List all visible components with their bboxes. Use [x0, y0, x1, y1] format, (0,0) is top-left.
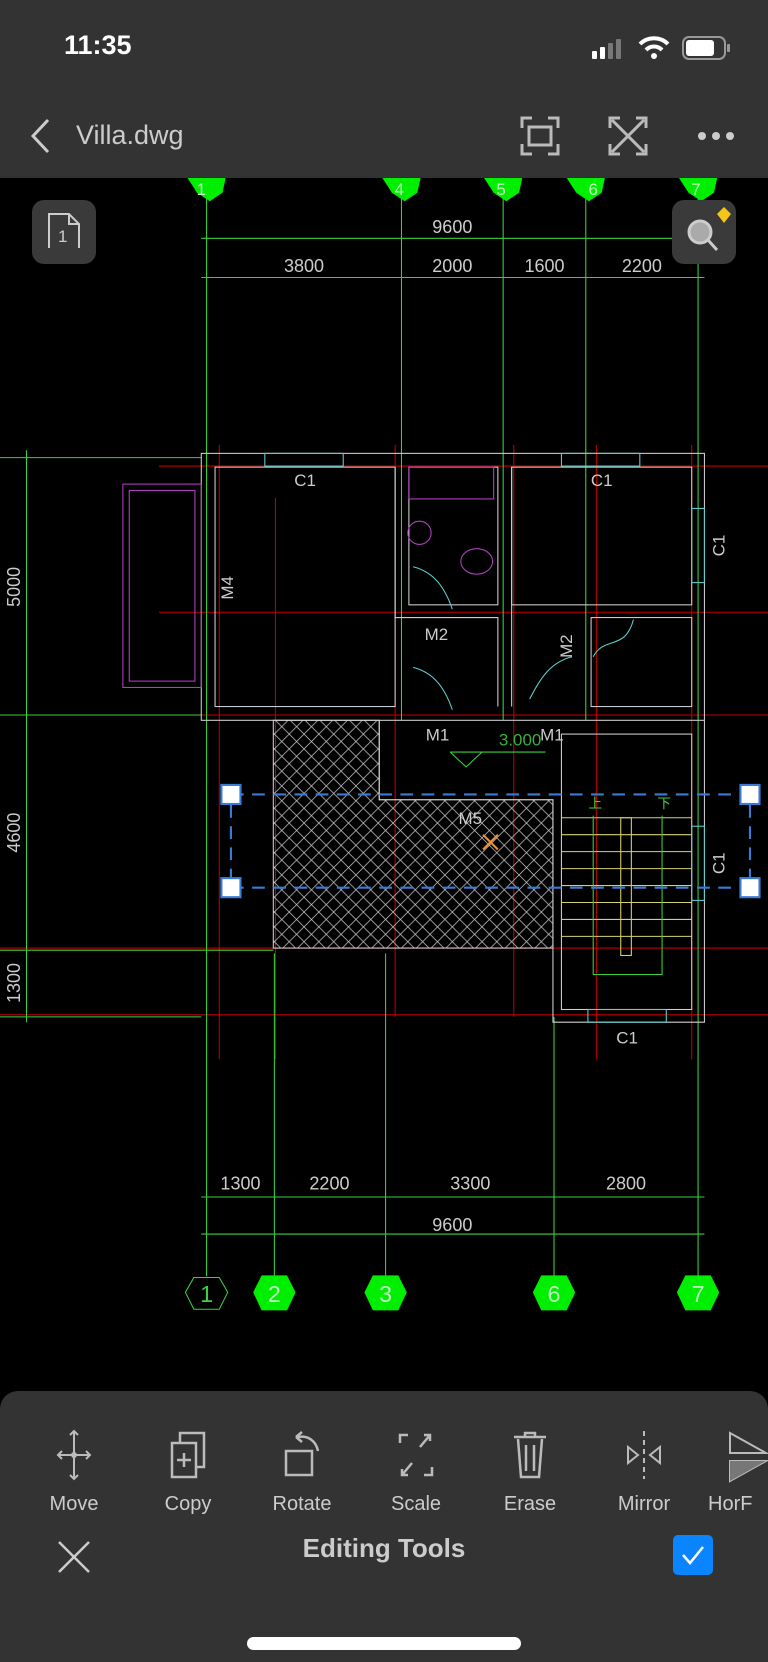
top-axis-7: 7: [691, 180, 700, 199]
sanitary-fixtures: [122, 466, 495, 688]
tool-rotate[interactable]: Rotate: [252, 1427, 352, 1516]
dim-bottom-3: 3300: [450, 1174, 490, 1194]
status-time: 11:35: [64, 30, 132, 60]
grid-lines: [0, 190, 705, 1277]
elevation-label: 3.000: [499, 731, 541, 750]
top-axis-5: 5: [496, 180, 505, 199]
scale-icon: [398, 1433, 434, 1477]
battery-icon: [682, 36, 730, 60]
grip-handle[interactable]: [220, 877, 242, 899]
label-c1: C1: [710, 852, 729, 874]
grip-handle[interactable]: [739, 783, 761, 806]
grip-handle[interactable]: [220, 783, 242, 806]
dim-top-4: 2200: [622, 256, 662, 276]
dim-left-1: 5000: [4, 567, 24, 607]
dim-left-2: 4600: [4, 813, 24, 853]
tool-label: Mirror: [617, 1493, 671, 1515]
bottom-axis-3: 3: [379, 1281, 392, 1307]
move-icon: [56, 1429, 92, 1481]
fullscreen-icon[interactable]: [608, 116, 648, 156]
dim-bottom-1: 1300: [220, 1174, 260, 1194]
rotate-icon: [284, 1431, 320, 1477]
back-button[interactable]: [28, 118, 52, 154]
editing-tools-panel: Move Copy Rotate Scale Erase Mirror HorF…: [0, 1391, 768, 1662]
label-m2: M2: [425, 625, 449, 644]
dim-top-3: 1600: [524, 256, 564, 276]
tool-erase[interactable]: Erase: [480, 1427, 580, 1516]
windows-doors: [264, 452, 705, 1023]
mirror-icon: [627, 1431, 661, 1479]
tool-horizontal-flip[interactable]: HorF: [708, 1427, 768, 1516]
selected-entity[interactable]: [229, 793, 752, 889]
fit-screen-icon[interactable]: [520, 116, 560, 156]
tool-label: Scale: [390, 1493, 442, 1515]
label-c1: C1: [616, 1028, 638, 1047]
trash-icon: [514, 1431, 546, 1479]
tool-mirror[interactable]: Mirror: [594, 1427, 694, 1516]
tool-label: Move: [49, 1493, 99, 1515]
tool-label: HorF: [708, 1493, 753, 1515]
copy-icon: [170, 1431, 206, 1479]
dim-left-3: 1300: [4, 963, 24, 1003]
status-bar: 11:35: [0, 0, 768, 100]
more-icon[interactable]: [696, 130, 736, 142]
dim-bottom-2: 2200: [309, 1174, 349, 1194]
bottom-axis-2: 2: [268, 1281, 281, 1307]
nav-bar: Villa.dwg: [0, 100, 768, 178]
grip-handle[interactable]: [739, 877, 761, 899]
home-indicator[interactable]: [247, 1637, 521, 1650]
top-axis-4: 4: [395, 180, 404, 199]
layout-page-icon: [48, 213, 80, 248]
panel-title: Editing Tools: [302, 1533, 466, 1563]
stairs: [561, 817, 692, 956]
bottom-axis-7: 7: [692, 1281, 705, 1307]
bottom-axis-bubbles: [184, 1275, 720, 1311]
search-button[interactable]: [672, 200, 736, 264]
label-c1: C1: [591, 471, 613, 490]
bottom-axis-1: 1: [200, 1281, 213, 1307]
dim-top-total: 9600: [432, 217, 472, 237]
layout-button[interactable]: 1: [32, 200, 96, 264]
tool-label: Erase: [503, 1493, 557, 1515]
tool-copy[interactable]: Copy: [138, 1427, 238, 1516]
top-axis-6: 6: [588, 180, 597, 199]
top-axis-bubbles: [187, 177, 718, 202]
label-c1: C1: [294, 471, 316, 490]
stair-up-label: 上: [588, 796, 602, 811]
confirm-checkbox[interactable]: [673, 1535, 713, 1575]
tool-move[interactable]: Move: [24, 1427, 124, 1516]
bottom-axis-6: 6: [548, 1281, 561, 1307]
label-m5: M5: [459, 809, 483, 828]
selection-center-marker: [482, 833, 499, 851]
stair-down-label: 下: [657, 796, 671, 811]
dim-top-1: 3800: [284, 256, 324, 276]
tool-label: Copy: [164, 1493, 212, 1515]
stair-arrows: [449, 751, 663, 976]
wifi-icon: [638, 36, 670, 59]
dim-bottom-total: 9600: [432, 1215, 472, 1235]
dim-top-2: 2000: [432, 256, 472, 276]
file-title: Villa.dwg: [76, 120, 184, 150]
label-m2: M2: [557, 634, 576, 658]
dim-bottom-4: 2800: [606, 1174, 646, 1194]
label-m1: M1: [426, 725, 450, 744]
signal-icon: [592, 39, 621, 59]
label-c1: C1: [710, 535, 729, 557]
label-m1: M1: [540, 725, 564, 744]
tool-scale[interactable]: Scale: [366, 1427, 466, 1516]
close-button[interactable]: [56, 1539, 92, 1575]
horizontal-flip-icon: [729, 1431, 768, 1483]
layout-number: 1: [58, 227, 68, 246]
top-axis-1: 1: [197, 180, 206, 199]
premium-badge-icon: [717, 207, 731, 223]
tool-label: Rotate: [272, 1493, 332, 1515]
label-m4: M4: [218, 576, 237, 600]
search-icon: [687, 207, 731, 252]
